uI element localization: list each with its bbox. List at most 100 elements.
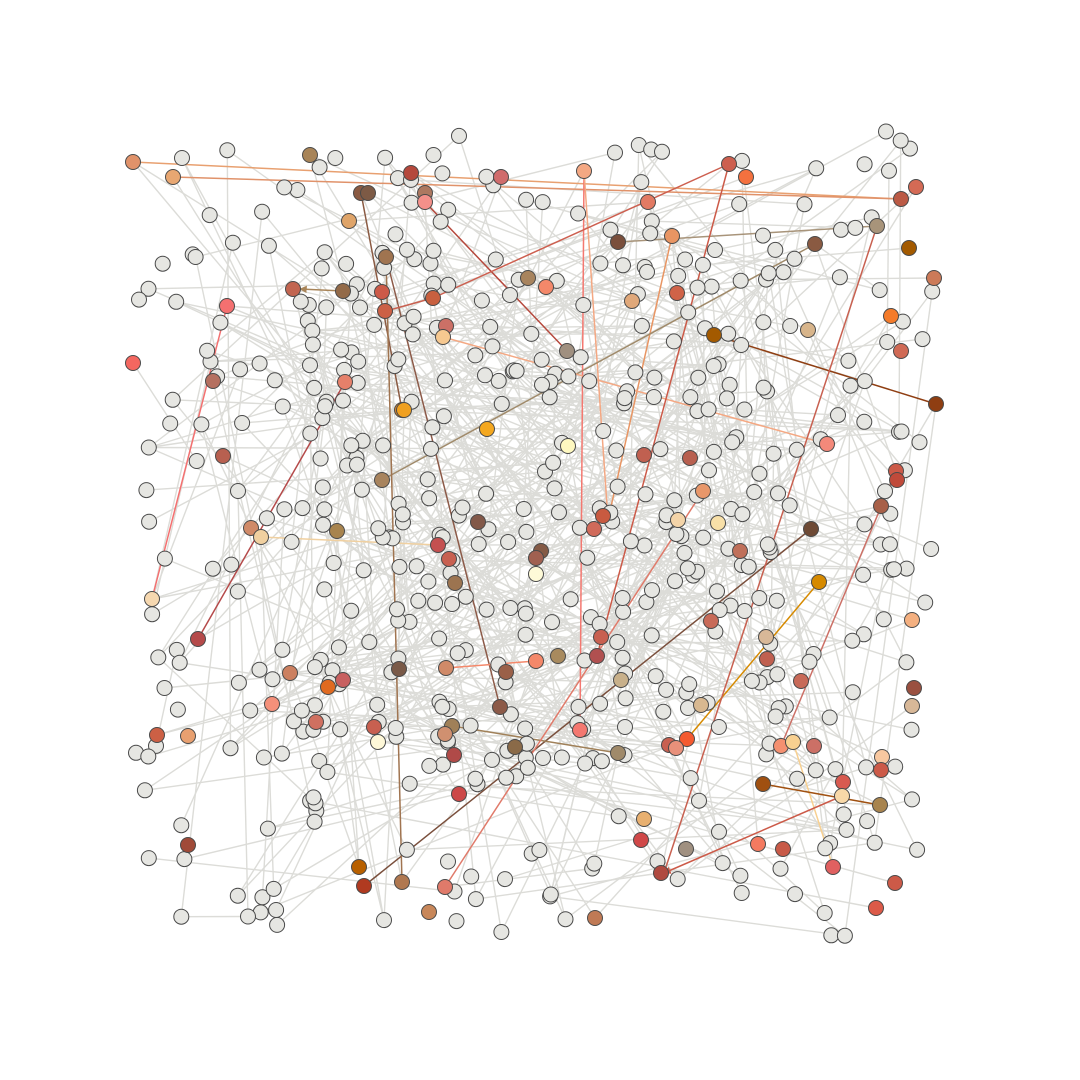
node bbox=[316, 244, 333, 261]
edge bbox=[610, 511, 890, 545]
node bbox=[627, 364, 644, 381]
edge bbox=[428, 580, 760, 684]
edge bbox=[489, 326, 882, 546]
node bbox=[350, 353, 367, 370]
node bbox=[541, 389, 558, 406]
node bbox=[709, 583, 725, 600]
node bbox=[856, 516, 873, 533]
edge bbox=[396, 608, 563, 759]
node bbox=[254, 889, 271, 906]
node bbox=[302, 357, 318, 374]
highlighted-node bbox=[653, 865, 669, 881]
edge bbox=[462, 280, 742, 509]
highlighted-node bbox=[374, 284, 390, 300]
node bbox=[285, 713, 302, 730]
node bbox=[787, 886, 803, 903]
node bbox=[219, 142, 236, 159]
node bbox=[533, 351, 550, 368]
node bbox=[531, 842, 548, 858]
edge bbox=[373, 519, 679, 728]
node bbox=[615, 257, 631, 274]
edge bbox=[565, 661, 907, 920]
node bbox=[571, 519, 588, 536]
node bbox=[654, 143, 670, 160]
node bbox=[156, 680, 173, 696]
edge bbox=[146, 462, 554, 491]
node bbox=[917, 594, 934, 611]
highlighted-node bbox=[125, 355, 141, 371]
node bbox=[746, 484, 763, 500]
node bbox=[451, 127, 467, 144]
edge bbox=[428, 497, 659, 862]
node bbox=[682, 770, 699, 787]
highlighted-node bbox=[610, 745, 626, 761]
edge bbox=[180, 211, 263, 917]
node bbox=[570, 205, 587, 222]
node bbox=[325, 555, 342, 571]
node bbox=[369, 696, 386, 713]
highlighted-node bbox=[595, 508, 611, 524]
node bbox=[332, 721, 349, 738]
highlighted-node bbox=[610, 234, 626, 250]
node bbox=[695, 529, 712, 546]
node bbox=[581, 373, 598, 390]
node bbox=[821, 709, 838, 726]
edge bbox=[132, 362, 198, 462]
node bbox=[878, 123, 894, 140]
edge bbox=[309, 365, 314, 730]
node bbox=[830, 407, 846, 424]
node bbox=[622, 533, 639, 550]
node bbox=[518, 191, 535, 208]
edge bbox=[505, 567, 689, 779]
node bbox=[242, 702, 259, 719]
node bbox=[487, 251, 504, 268]
node bbox=[169, 701, 186, 718]
node bbox=[731, 196, 748, 213]
node bbox=[187, 249, 204, 265]
node bbox=[268, 902, 285, 918]
node bbox=[266, 372, 283, 389]
edge bbox=[594, 705, 787, 919]
node bbox=[338, 255, 355, 272]
node bbox=[796, 196, 813, 213]
edge bbox=[348, 201, 649, 222]
node bbox=[669, 871, 686, 888]
edge bbox=[624, 716, 830, 756]
node bbox=[391, 558, 408, 575]
highlighted-node bbox=[441, 551, 457, 567]
highlighted-node bbox=[904, 612, 920, 628]
highlighted-node bbox=[893, 191, 909, 207]
node bbox=[767, 708, 784, 725]
highlighted-node bbox=[819, 436, 835, 452]
node bbox=[259, 820, 276, 837]
node bbox=[370, 520, 387, 537]
node bbox=[740, 558, 757, 575]
highlighted-node bbox=[908, 179, 924, 195]
node bbox=[909, 841, 926, 858]
node bbox=[616, 390, 633, 407]
node bbox=[251, 355, 268, 372]
node bbox=[665, 333, 682, 350]
node bbox=[670, 267, 687, 284]
node bbox=[816, 905, 833, 921]
node bbox=[534, 376, 550, 393]
node bbox=[425, 242, 442, 259]
highlighted-node bbox=[710, 515, 726, 531]
node bbox=[223, 556, 240, 573]
highlighted-node bbox=[872, 797, 888, 813]
edge bbox=[553, 152, 616, 489]
highlighted-node bbox=[205, 373, 221, 389]
node bbox=[449, 645, 466, 662]
node bbox=[614, 590, 631, 606]
node bbox=[666, 492, 683, 509]
node bbox=[553, 749, 570, 766]
highlighted-node bbox=[370, 734, 386, 750]
highlighted-node bbox=[264, 696, 280, 712]
node bbox=[844, 632, 861, 649]
edge bbox=[226, 150, 232, 749]
edge bbox=[148, 857, 455, 893]
node bbox=[724, 434, 741, 451]
edge bbox=[309, 154, 633, 302]
highlighted-node bbox=[825, 859, 841, 875]
node bbox=[904, 791, 920, 808]
